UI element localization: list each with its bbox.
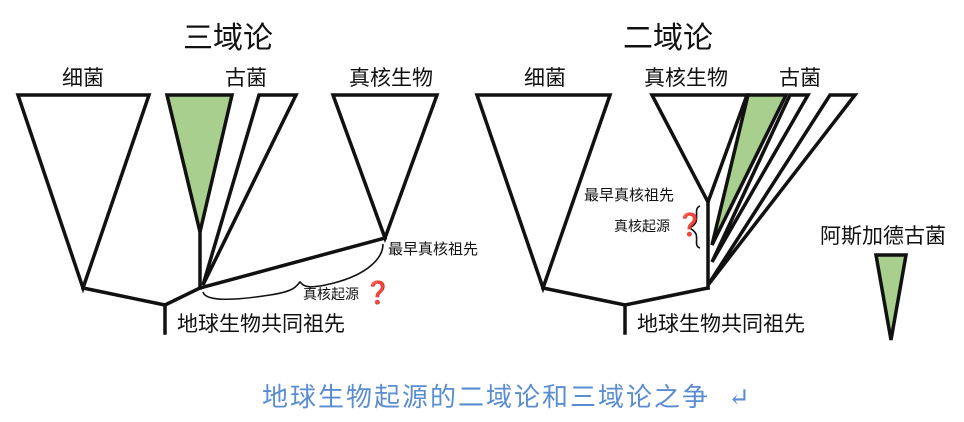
two-domain-archaea-cone-2 (706, 93, 859, 287)
two-domain-archaea-green-cone (710, 93, 789, 246)
two-domain-eukaryota-label: 真核生物 (644, 66, 728, 90)
three-domain-question-mark-icon: ❓ (364, 280, 391, 306)
three-domain-root-branch (80, 285, 203, 307)
two-domain-title: 二域论 (623, 21, 713, 56)
two-domain-eukaryota-cone (649, 93, 750, 207)
two-domain-root-branch (540, 285, 711, 307)
two-domain-bacteria-label: 细菌 (524, 66, 566, 90)
two-domain-bacteria-cone (474, 93, 613, 294)
three-domain-archaea-label: 古菌 (225, 66, 267, 90)
three-domain-luca-label: 地球生物共同祖先 (177, 312, 345, 336)
two-domain-question-mark-icon: ❓ (676, 212, 703, 238)
three-domain-eukaryogenesis-label: 真核起源 (303, 287, 359, 303)
caption-return-icon: ↵ (728, 383, 752, 413)
two-domain-archaea-label: 古菌 (779, 66, 821, 90)
caption-text: 地球生物起源的二域论和三域论之争 (262, 383, 710, 413)
three-domain-eukaryota-label: 真核生物 (349, 66, 433, 90)
two-domain-earliest-eukaryote-label: 最早真核祖先 (584, 186, 674, 204)
two-domain-archaea-cone-1 (710, 93, 812, 263)
two-domain-eukaryogenesis-label: 真核起源 (614, 219, 670, 235)
legend-asgard-label: 阿斯加德古菌 (820, 224, 946, 248)
caption: 地球生物起源的二域论和三域论之争 ↵ (262, 383, 752, 413)
three-domain-archaea-green-cone (164, 93, 235, 233)
three-domain-eukaryogenesis-brace (202, 243, 384, 301)
legend-asgard-cone (873, 253, 909, 341)
legend: 阿斯加德古菌 (820, 224, 946, 341)
three-domain-bacteria-label: 细菌 (62, 66, 104, 90)
two-domain-tree: 二域论 细菌 真核生物 古菌 最早真核祖先 真核起源 ❓ 地球生物共同祖先 (474, 21, 859, 336)
three-domain-title: 三域论 (183, 21, 273, 56)
two-domain-luca-label: 地球生物共同祖先 (637, 312, 805, 336)
three-domain-tree: 三域论 细菌 古菌 真核生物 最早真核祖先 真核起源 ❓ 地球生物共同祖先 (15, 21, 478, 336)
three-domain-bacteria-cone (15, 93, 152, 294)
three-domain-earliest-eukaryote-label: 最早真核祖先 (388, 240, 478, 258)
two-domain-eukaryogenesis-brace (688, 205, 701, 249)
three-domain-eukaryota-cone (330, 93, 440, 244)
three-domain-archaea-cone (201, 93, 299, 286)
three-domain-eukaryota-branch (197, 235, 388, 291)
